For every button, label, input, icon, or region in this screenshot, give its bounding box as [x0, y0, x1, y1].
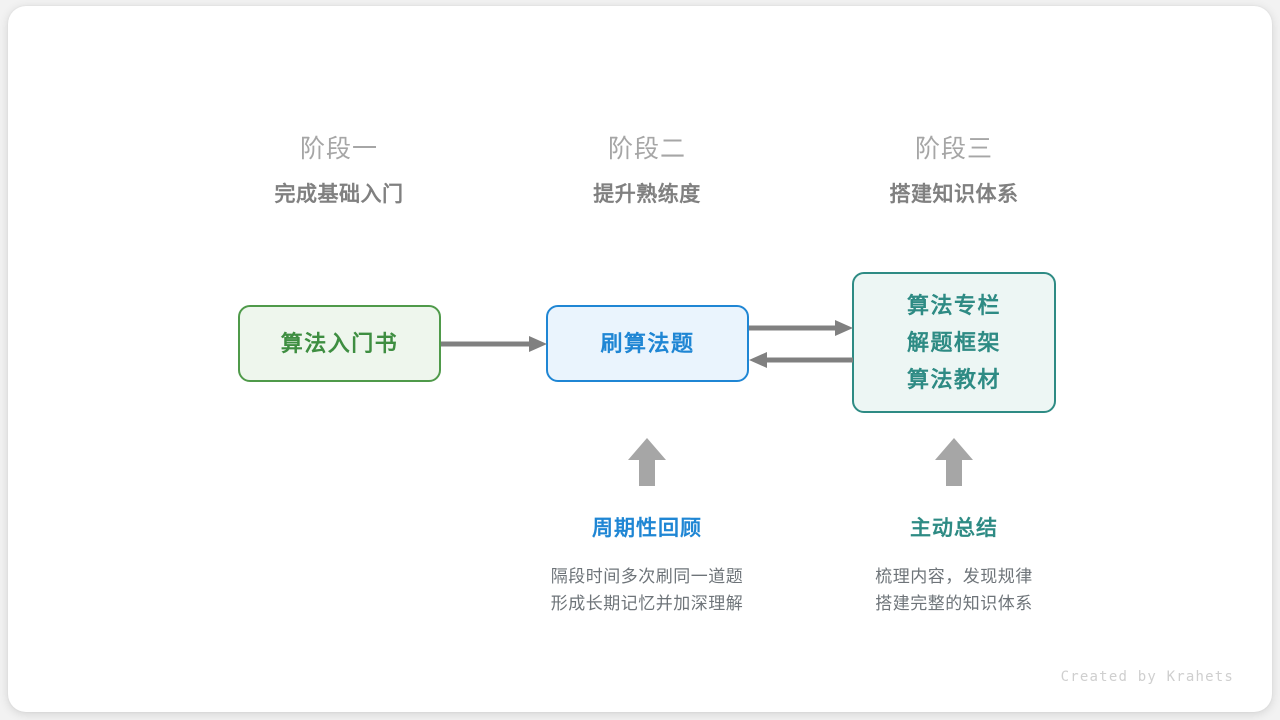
stage-header-3: 阶段三 搭建知识体系: [834, 132, 1074, 210]
stage-name-2: 阶段二: [607, 135, 686, 163]
note-body-line: 梳理内容，发现规律: [875, 567, 1033, 586]
note-title: 周期性回顾: [592, 517, 702, 540]
stage-subtitle-3: 搭建知识体系: [889, 183, 1019, 206]
arrow-practice-to-knowledge: [749, 318, 853, 338]
note-body-line: 搭建完整的知识体系: [875, 594, 1033, 613]
stage-subtitle-2: 提升熟练度: [593, 183, 701, 206]
node-knowledge-resources[interactable]: 算法专栏 解题框架 算法教材: [852, 272, 1056, 413]
arrow-knowledge-to-practice: [749, 350, 853, 370]
note-body: 隔段时间多次刷同一道题 形成长期记忆并加深理解: [497, 563, 797, 617]
note-body-line: 形成长期记忆并加深理解: [550, 594, 744, 613]
node-practice-problems[interactable]: 刷算法题: [546, 305, 749, 382]
arrow-review-up-icon: [628, 438, 666, 486]
node-label: 算法入门书: [280, 331, 399, 356]
stage-header-2: 阶段二 提升熟练度: [527, 132, 767, 210]
node-label: 算法专栏: [906, 293, 1001, 318]
watermark-credit: Created by Krahets: [1060, 669, 1234, 685]
stage-name-1: 阶段一: [299, 135, 378, 163]
note-active-summary: 主动总结 梳理内容，发现规律 搭建完整的知识体系: [804, 515, 1104, 617]
note-body: 梳理内容，发现规律 搭建完整的知识体系: [804, 563, 1104, 617]
note-periodic-review: 周期性回顾 隔段时间多次刷同一道题 形成长期记忆并加深理解: [497, 515, 797, 617]
note-title: 主动总结: [910, 517, 998, 540]
node-algorithm-intro-book[interactable]: 算法入门书: [238, 305, 441, 382]
stage-name-3: 阶段三: [914, 135, 993, 163]
node-label: 算法教材: [906, 367, 1001, 392]
node-label: 解题框架: [906, 330, 1001, 355]
node-label: 刷算法题: [600, 331, 695, 356]
arrow-summary-up-icon: [935, 438, 973, 486]
arrow-book-to-practice: [441, 334, 547, 354]
stage-header-1: 阶段一 完成基础入门: [219, 132, 459, 210]
diagram-card: 阶段一 完成基础入门 阶段二 提升熟练度 阶段三 搭建知识体系 算法入门书 刷算…: [8, 6, 1272, 712]
note-body-line: 隔段时间多次刷同一道题: [550, 567, 744, 586]
stage-subtitle-1: 完成基础入门: [274, 183, 404, 206]
